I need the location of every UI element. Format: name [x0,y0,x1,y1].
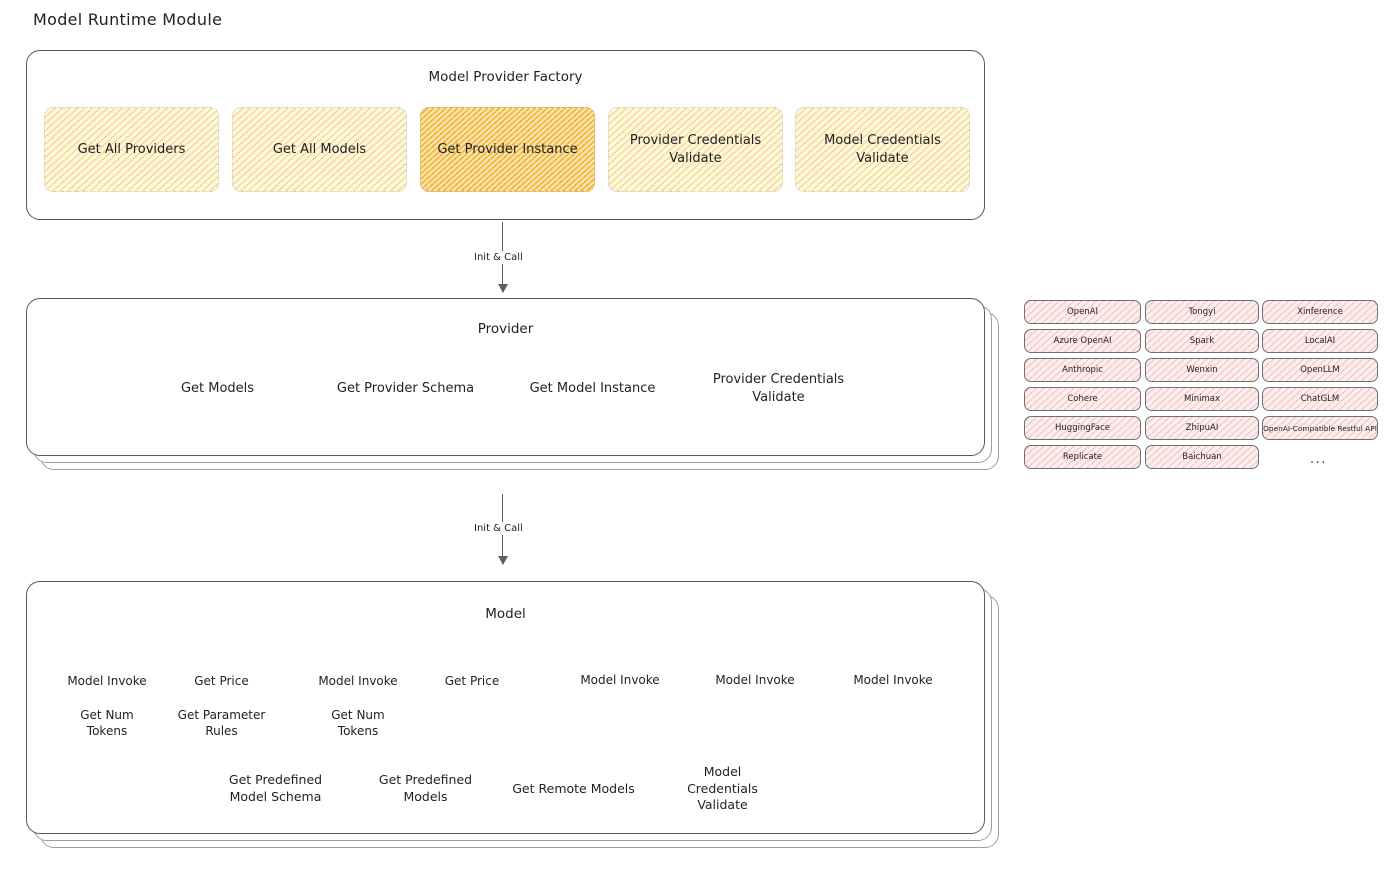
model-common-method-get-predefined-model-schema-label: Get Predefined Model Schema [228,772,323,804]
provider-list-more-ellipsis: ... [1310,452,1327,467]
provider-title: Provider [477,321,534,337]
provider-pill-chatglm[interactable]: ChatGLM [1262,387,1378,411]
provider-pill-openai-compatible-restful-api[interactable]: OpenAI-Compatible Restful API [1262,416,1378,440]
model-common-method-get-predefined-models-label: Get Predefined Models [378,772,473,804]
provider-pill-baichuan[interactable]: Baichuan [1145,445,1259,469]
provider-pill-cohere[interactable]: Cohere [1024,387,1141,411]
provider-box-get-provider-schema-label: Get Provider Schema [336,380,475,396]
model-method-llm-get-num-tokens-label: Get Num Tokens [80,707,134,738]
model-method-llm-get-num-tokens[interactable]: Get Num Tokens [54,706,160,740]
provider-pill-azure-openai[interactable]: Azure OpenAI [1024,329,1141,353]
model-method-llm-get-parameter-rules-label: Get Parameter Rules [177,707,266,738]
factory-box-get-all-providers-label: Get All Providers [77,141,186,157]
provider-pill-zhipuai[interactable]: ZhipuAI [1145,416,1259,440]
factory-box-get-all-models[interactable]: Get All Models [232,107,407,192]
factory-box-provider-credentials-validate-label: Provider Credentials Validate [629,132,762,166]
model-method-llm-get-price-label: Get Price [194,674,249,689]
provider-pill-xinference[interactable]: Xinference [1262,300,1378,324]
provider-box-provider-credentials-validate-label: Provider Credentials Validate [712,371,845,405]
model-method-text-embedding-get-price-label: Get Price [444,674,500,689]
model-common-method-model-credentials-validate[interactable]: Model Credentials Validate [658,763,787,813]
model-common-method-get-remote-models-label: Get Remote Models [512,780,635,796]
model-method-llm-model-invoke-label: Model Invoke [67,674,147,689]
model-method-moderation-model-invoke-label: Model Invoke [715,673,795,688]
arrow-2-head [498,556,508,565]
model-common-method-get-predefined-models[interactable]: Get Predefined Models [360,765,491,813]
arrow-1-label: Init & Call [470,251,527,264]
factory-box-get-all-models-label: Get All Models [272,141,367,157]
factory-box-model-credentials-validate[interactable]: Model Credentials Validate [795,107,970,192]
model-method-text-embedding-get-num-tokens[interactable]: Get Num Tokens [305,706,411,740]
factory-box-get-provider-instance-label: Get Provider Instance [437,141,578,157]
arrow-2-label: Init & Call [470,522,527,535]
provider-box-get-models-label: Get Models [180,380,255,396]
provider-pill-openllm[interactable]: OpenLLM [1262,358,1378,382]
provider-pill-spark[interactable]: Spark [1145,329,1259,353]
model-method-llm-get-parameter-rules[interactable]: Get Parameter Rules [167,706,276,740]
model-method-speech2text-model-invoke-label: Model Invoke [580,673,660,688]
model-card: Model [26,581,985,834]
model-provider-factory-title: Model Provider Factory [428,69,583,85]
model-method-text-embedding-model-invoke-label: Model Invoke [318,674,398,689]
provider-pill-wenxin[interactable]: Wenxin [1145,358,1259,382]
provider-box-get-model-instance-label: Get Model Instance [529,380,656,396]
provider-pill-tongyi[interactable]: Tongyi [1145,300,1259,324]
model-title: Model [485,606,526,622]
model-method-text-embedding-get-num-tokens-label: Get Num Tokens [331,707,385,738]
model-common-method-get-predefined-model-schema[interactable]: Get Predefined Model Schema [203,765,348,813]
provider-card: Provider [26,298,985,456]
provider-pill-huggingface[interactable]: HuggingFace [1024,416,1141,440]
factory-box-get-all-providers[interactable]: Get All Providers [44,107,219,192]
provider-pill-minimax[interactable]: Minimax [1145,387,1259,411]
provider-pill-replicate[interactable]: Replicate [1024,445,1141,469]
factory-box-provider-credentials-validate[interactable]: Provider Credentials Validate [608,107,783,192]
factory-box-model-credentials-validate-label: Model Credentials Validate [824,132,941,166]
factory-box-get-provider-instance[interactable]: Get Provider Instance [420,107,595,192]
provider-pill-anthropic[interactable]: Anthropic [1024,358,1141,382]
model-method-rerank-model-invoke-label: Model Invoke [853,673,933,688]
model-common-method-model-credentials-validate-label: Model Credentials Validate [687,763,758,813]
provider-pill-openai[interactable]: OpenAI [1024,300,1141,324]
page-title: Model Runtime Module [33,10,223,29]
arrow-1-head [498,284,508,293]
provider-pill-localai[interactable]: LocalAI [1262,329,1378,353]
